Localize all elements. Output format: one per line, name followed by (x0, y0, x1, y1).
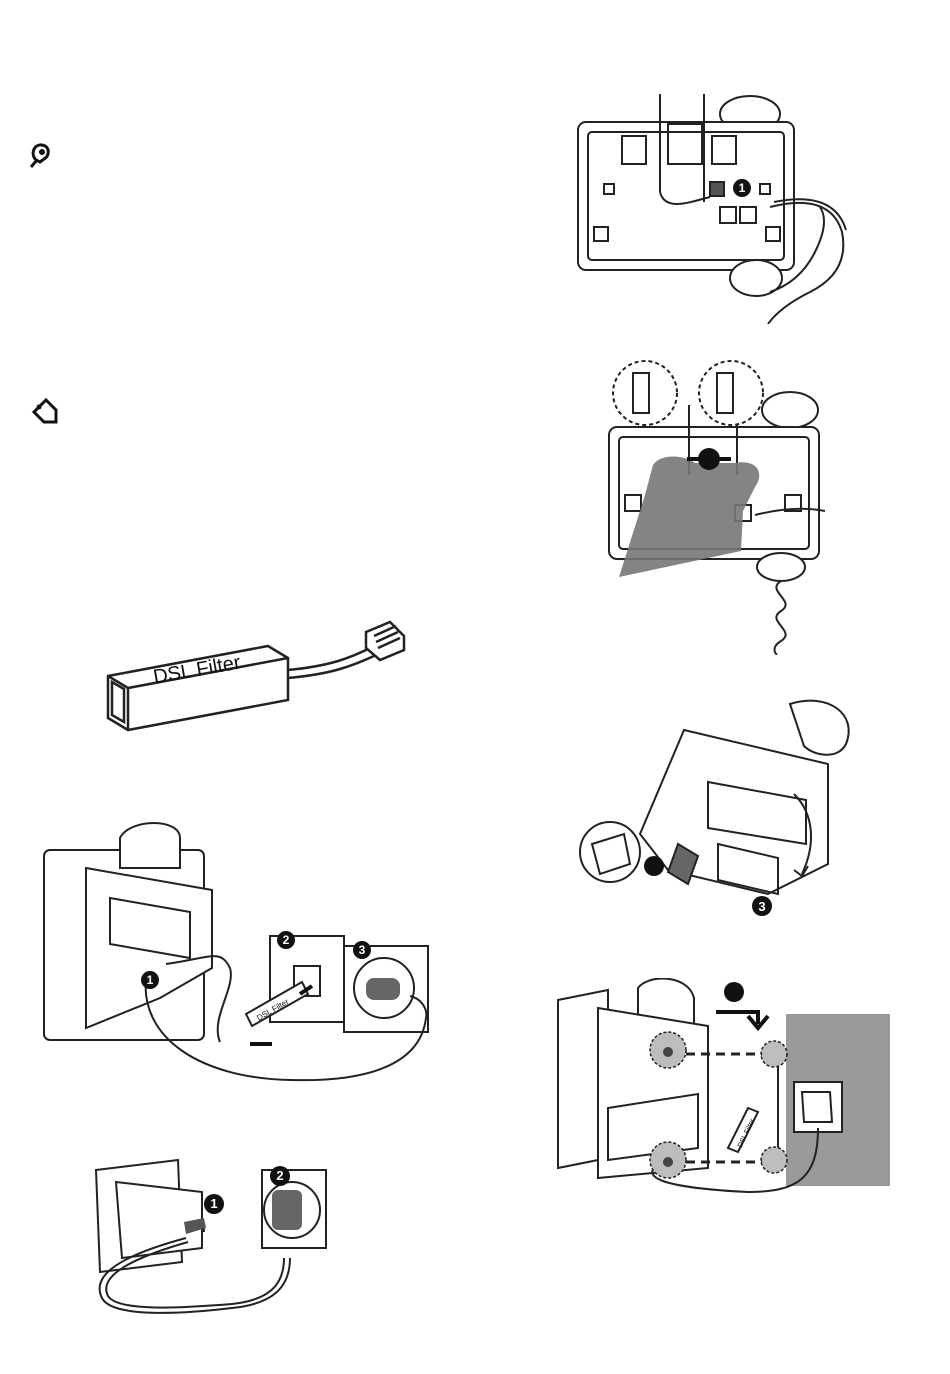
step-1-badge: 1 (739, 181, 746, 195)
figure-dsl-filter: DSL Filter (100, 618, 420, 743)
plug-note-icon (28, 140, 54, 170)
step-3-badge: 3 (359, 943, 366, 957)
figure-cable-routing (605, 355, 835, 655)
tag-tip-icon (28, 396, 58, 426)
figure-cord-connect: 1 (570, 92, 860, 324)
figure-power-install: 1 2 (92, 1158, 342, 1328)
step-1-badge: 1 (147, 973, 154, 987)
figure-wall-mount: DSL Filter (548, 978, 893, 1223)
step-1-badge: 1 (210, 1196, 217, 1211)
figure-wall-install: DSL Filter 1 2 3 (40, 818, 440, 1098)
figure-fold-stand: 3 (578, 694, 863, 920)
step-2-badge: 2 (276, 1168, 283, 1183)
step-3-badge: 3 (758, 899, 765, 914)
step-2-badge: 2 (283, 933, 290, 947)
